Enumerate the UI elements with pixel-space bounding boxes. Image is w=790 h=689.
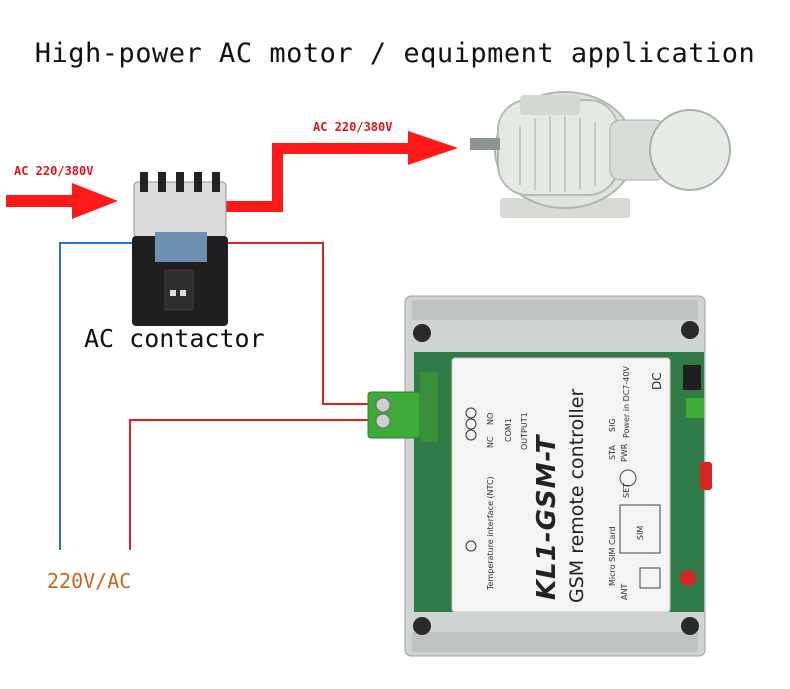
- gsm-controller: [367, 295, 712, 657]
- pwr-label: PWR: [620, 443, 629, 462]
- ac-motor: [470, 91, 731, 218]
- com-label: COM1: [504, 418, 513, 442]
- ac-output-label: AC 220/380V: [313, 120, 393, 134]
- dc-label: DC: [650, 372, 664, 390]
- ac-contactor: [132, 172, 228, 326]
- sig-label: SIG: [608, 418, 617, 432]
- supply-wire: [129, 419, 382, 550]
- ac-input-label: AC 220/380V: [14, 164, 94, 178]
- sta-label: STA: [608, 445, 617, 460]
- micro-sim-label: Micro SIM Card: [608, 526, 617, 586]
- ant-label: ANT: [620, 583, 629, 600]
- supply-label: 220V/AC: [47, 569, 132, 593]
- neutral-wire: [59, 242, 143, 550]
- device-model: KL1-GSM-T: [532, 434, 562, 600]
- set-label: SET: [622, 482, 631, 498]
- temp-interface-label: Temperature interface (NTC): [486, 476, 495, 590]
- contactor-label: AC contactor: [84, 324, 265, 353]
- page-title: High-power AC motor / equipment applicat…: [34, 38, 756, 69]
- power-input-label: Power in DC7-40V: [622, 366, 631, 438]
- output-label: OUTPUT1: [520, 412, 529, 450]
- sim-label: SIM: [636, 525, 645, 540]
- no-label: NO: [486, 412, 495, 425]
- control-wire: [214, 242, 382, 405]
- nc-label: NC: [486, 436, 495, 448]
- device-subtitle: GSM remote controller: [566, 388, 588, 603]
- ac-output-arrow: [222, 131, 458, 212]
- ac-input-arrow: [6, 183, 118, 219]
